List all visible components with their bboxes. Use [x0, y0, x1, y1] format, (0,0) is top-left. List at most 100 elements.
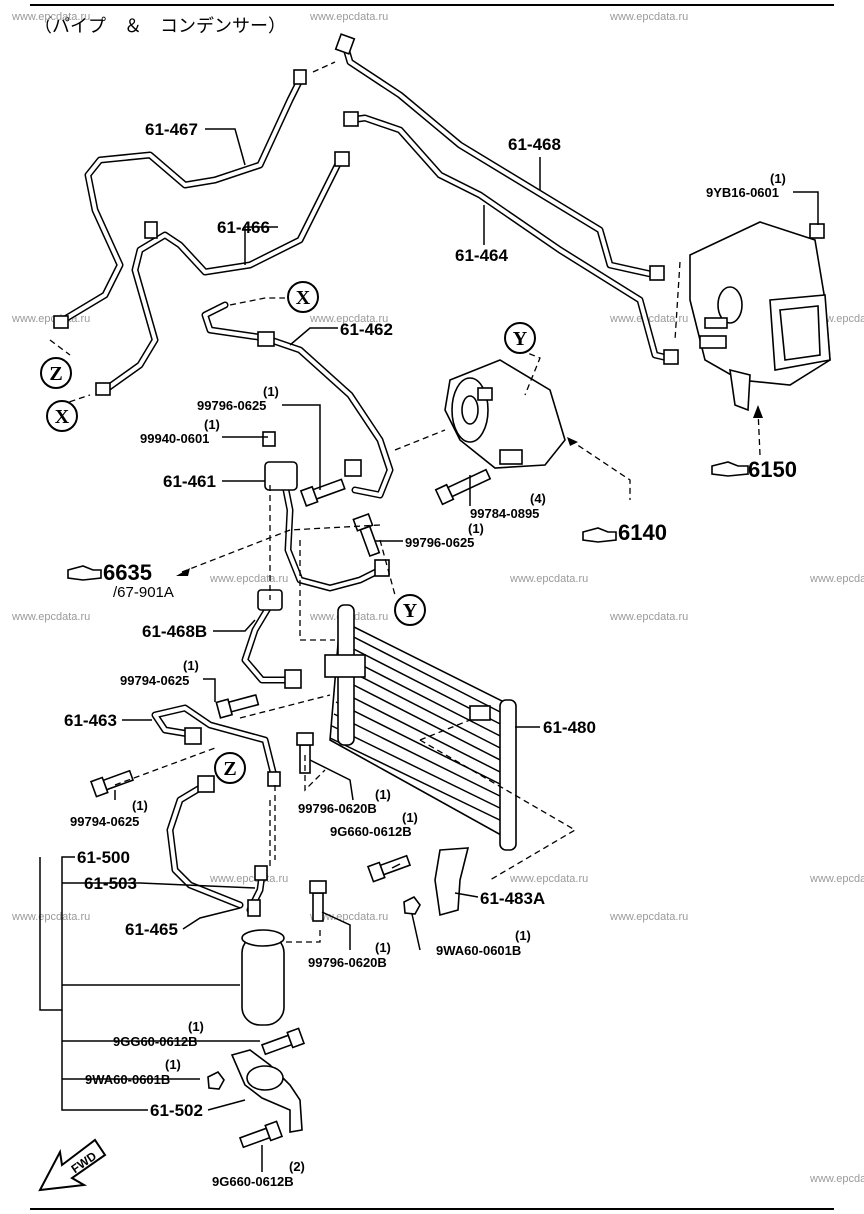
watermark: www.epcdata.ru [11, 11, 90, 23]
label-61-464: 61-464 [455, 246, 508, 265]
svg-text:Z: Z [223, 758, 236, 780]
pipe-61-464 [343, 111, 679, 365]
label-99794-0625-a: 99794-0625 [120, 673, 189, 688]
compressor [444, 359, 566, 469]
watermark: www.epcdata.ru [809, 1173, 864, 1185]
label-61-462: 61-462 [340, 320, 393, 339]
watermark: www.epcdata.ru [309, 911, 388, 923]
fwd-arrow: FWD [38, 1138, 107, 1192]
pipe-61-465 [166, 775, 244, 909]
callout-x-top: X [287, 281, 319, 313]
watermark: www.epcdata.ru [809, 873, 864, 885]
condenser [324, 604, 517, 851]
pipe-61-466 [95, 151, 350, 396]
qty-99796-0620B-a: (1) [375, 787, 391, 802]
pointing-hand-icon [711, 461, 749, 477]
svg-text:Z: Z [49, 363, 62, 385]
watermark: www.epcdata.ru [609, 911, 688, 923]
dashed-guides [49, 61, 761, 943]
qty-9G660-0612B-a: (1) [402, 810, 418, 825]
label-99794-0625-b: 99794-0625 [70, 814, 139, 829]
bolt [238, 1120, 284, 1149]
qty-9G660-0612B-b: (2) [289, 1159, 305, 1174]
qty-99794-0625-a: (1) [183, 658, 199, 673]
arrow-icon [753, 405, 763, 418]
pointing-hand-icon [67, 565, 102, 581]
arrow-icon [176, 568, 190, 576]
watermark: www.epcdata.ru [609, 611, 688, 623]
pointing-hand-icon [582, 527, 617, 543]
qty-99796-0625-a: (1) [263, 384, 279, 399]
callout-y-mid: Y [394, 594, 426, 626]
svg-text:X: X [296, 287, 311, 309]
label-61-468: 61-468 [508, 135, 561, 154]
callout-z-mid: Z [214, 752, 246, 784]
label-61-502: 61-502 [150, 1101, 203, 1120]
bolt [352, 512, 381, 558]
label-61-480: 61-480 [543, 718, 596, 737]
watermark: www.epcdata.ru [609, 11, 688, 23]
bolt [260, 1027, 306, 1056]
label-61-503: 61-503 [84, 874, 137, 893]
qty-9YB16-0601: (1) [770, 171, 786, 186]
qty-99796-0620B-b: (1) [375, 940, 391, 955]
label-9WA60-0601B-a: 9WA60-0601B [436, 943, 521, 958]
label-61-468B: 61-468B [142, 622, 207, 641]
callout-y-top: Y [504, 322, 536, 354]
arrow-icon [567, 437, 578, 446]
qty-99940-0601: (1) [204, 417, 220, 432]
callout-z-left: Z [40, 357, 72, 389]
svg-text:/67-901A: /67-901A [113, 584, 174, 601]
pipe-61-467 [53, 69, 307, 329]
watermark: www.epcdata.ru [809, 573, 864, 585]
label-99796-0620B-b: 99796-0620B [308, 955, 387, 970]
evaporator-unit [689, 221, 831, 412]
page-title: （パイプ ＆ コンデンサー） [34, 16, 286, 37]
bolt [299, 478, 346, 507]
fasteners [89, 468, 492, 1149]
svg-text:Y: Y [403, 600, 418, 622]
watermarks: www.epcdata.ru www.epcdata.ru www.epcdat… [11, 11, 864, 1185]
pipe-61-468B [241, 589, 302, 689]
nut [207, 1070, 225, 1090]
watermark: www.epcdata.ru [209, 573, 288, 585]
bolt [89, 769, 135, 798]
label-99940-0601: 99940-0601 [140, 431, 209, 446]
label-61-500: 61-500 [77, 848, 130, 867]
pipe-61-468 [334, 33, 665, 281]
pipe-61-461 [262, 431, 390, 592]
receiver-drier [241, 899, 285, 1026]
svg-text:X: X [55, 406, 70, 428]
leader-lines [39, 128, 819, 1172]
watermark: www.epcdata.ru [309, 313, 388, 325]
label-9GG60-0612B: 9GG60-0612B [113, 1034, 198, 1049]
bracket-61-502 [230, 1049, 303, 1133]
bracket-61-483A [434, 847, 470, 917]
label-61-463: 61-463 [64, 711, 117, 730]
pipe-61-463 [151, 704, 281, 787]
qty-9WA60-0601B-b: (1) [165, 1057, 181, 1072]
ref-6150: 6150 [711, 457, 797, 482]
label-99796-0620B-a: 99796-0620B [298, 801, 377, 816]
qty-9WA60-0601B-a: (1) [515, 928, 531, 943]
svg-text:Y: Y [513, 328, 528, 350]
watermark: www.epcdata.ru [509, 573, 588, 585]
svg-text:6140: 6140 [618, 520, 667, 545]
ref-6635: 6635 /67-901A [67, 560, 174, 601]
label-99796-0625-b: 99796-0625 [405, 535, 474, 550]
pipe-61-462 [201, 301, 394, 499]
bolt [309, 880, 327, 922]
watermark: www.epcdata.ru [209, 873, 288, 885]
label-99784-0895: 99784-0895 [470, 506, 539, 521]
qty-9GG60-0612B: (1) [188, 1019, 204, 1034]
part-labels: 61-467 61-468 61-466 61-464 61-462 61-46… [64, 120, 786, 1189]
qty-99796-0625-b: (1) [468, 521, 484, 536]
nut [403, 895, 421, 915]
label-9G660-0612B-a: 9G660-0612B [330, 824, 412, 839]
label-99796-0625-a: 99796-0625 [197, 398, 266, 413]
label-9YB16-0601: 9YB16-0601 [706, 185, 779, 200]
svg-text:6150: 6150 [748, 457, 797, 482]
watermark: www.epcdata.ru [11, 611, 90, 623]
qty-99784-0895: (4) [530, 491, 546, 506]
